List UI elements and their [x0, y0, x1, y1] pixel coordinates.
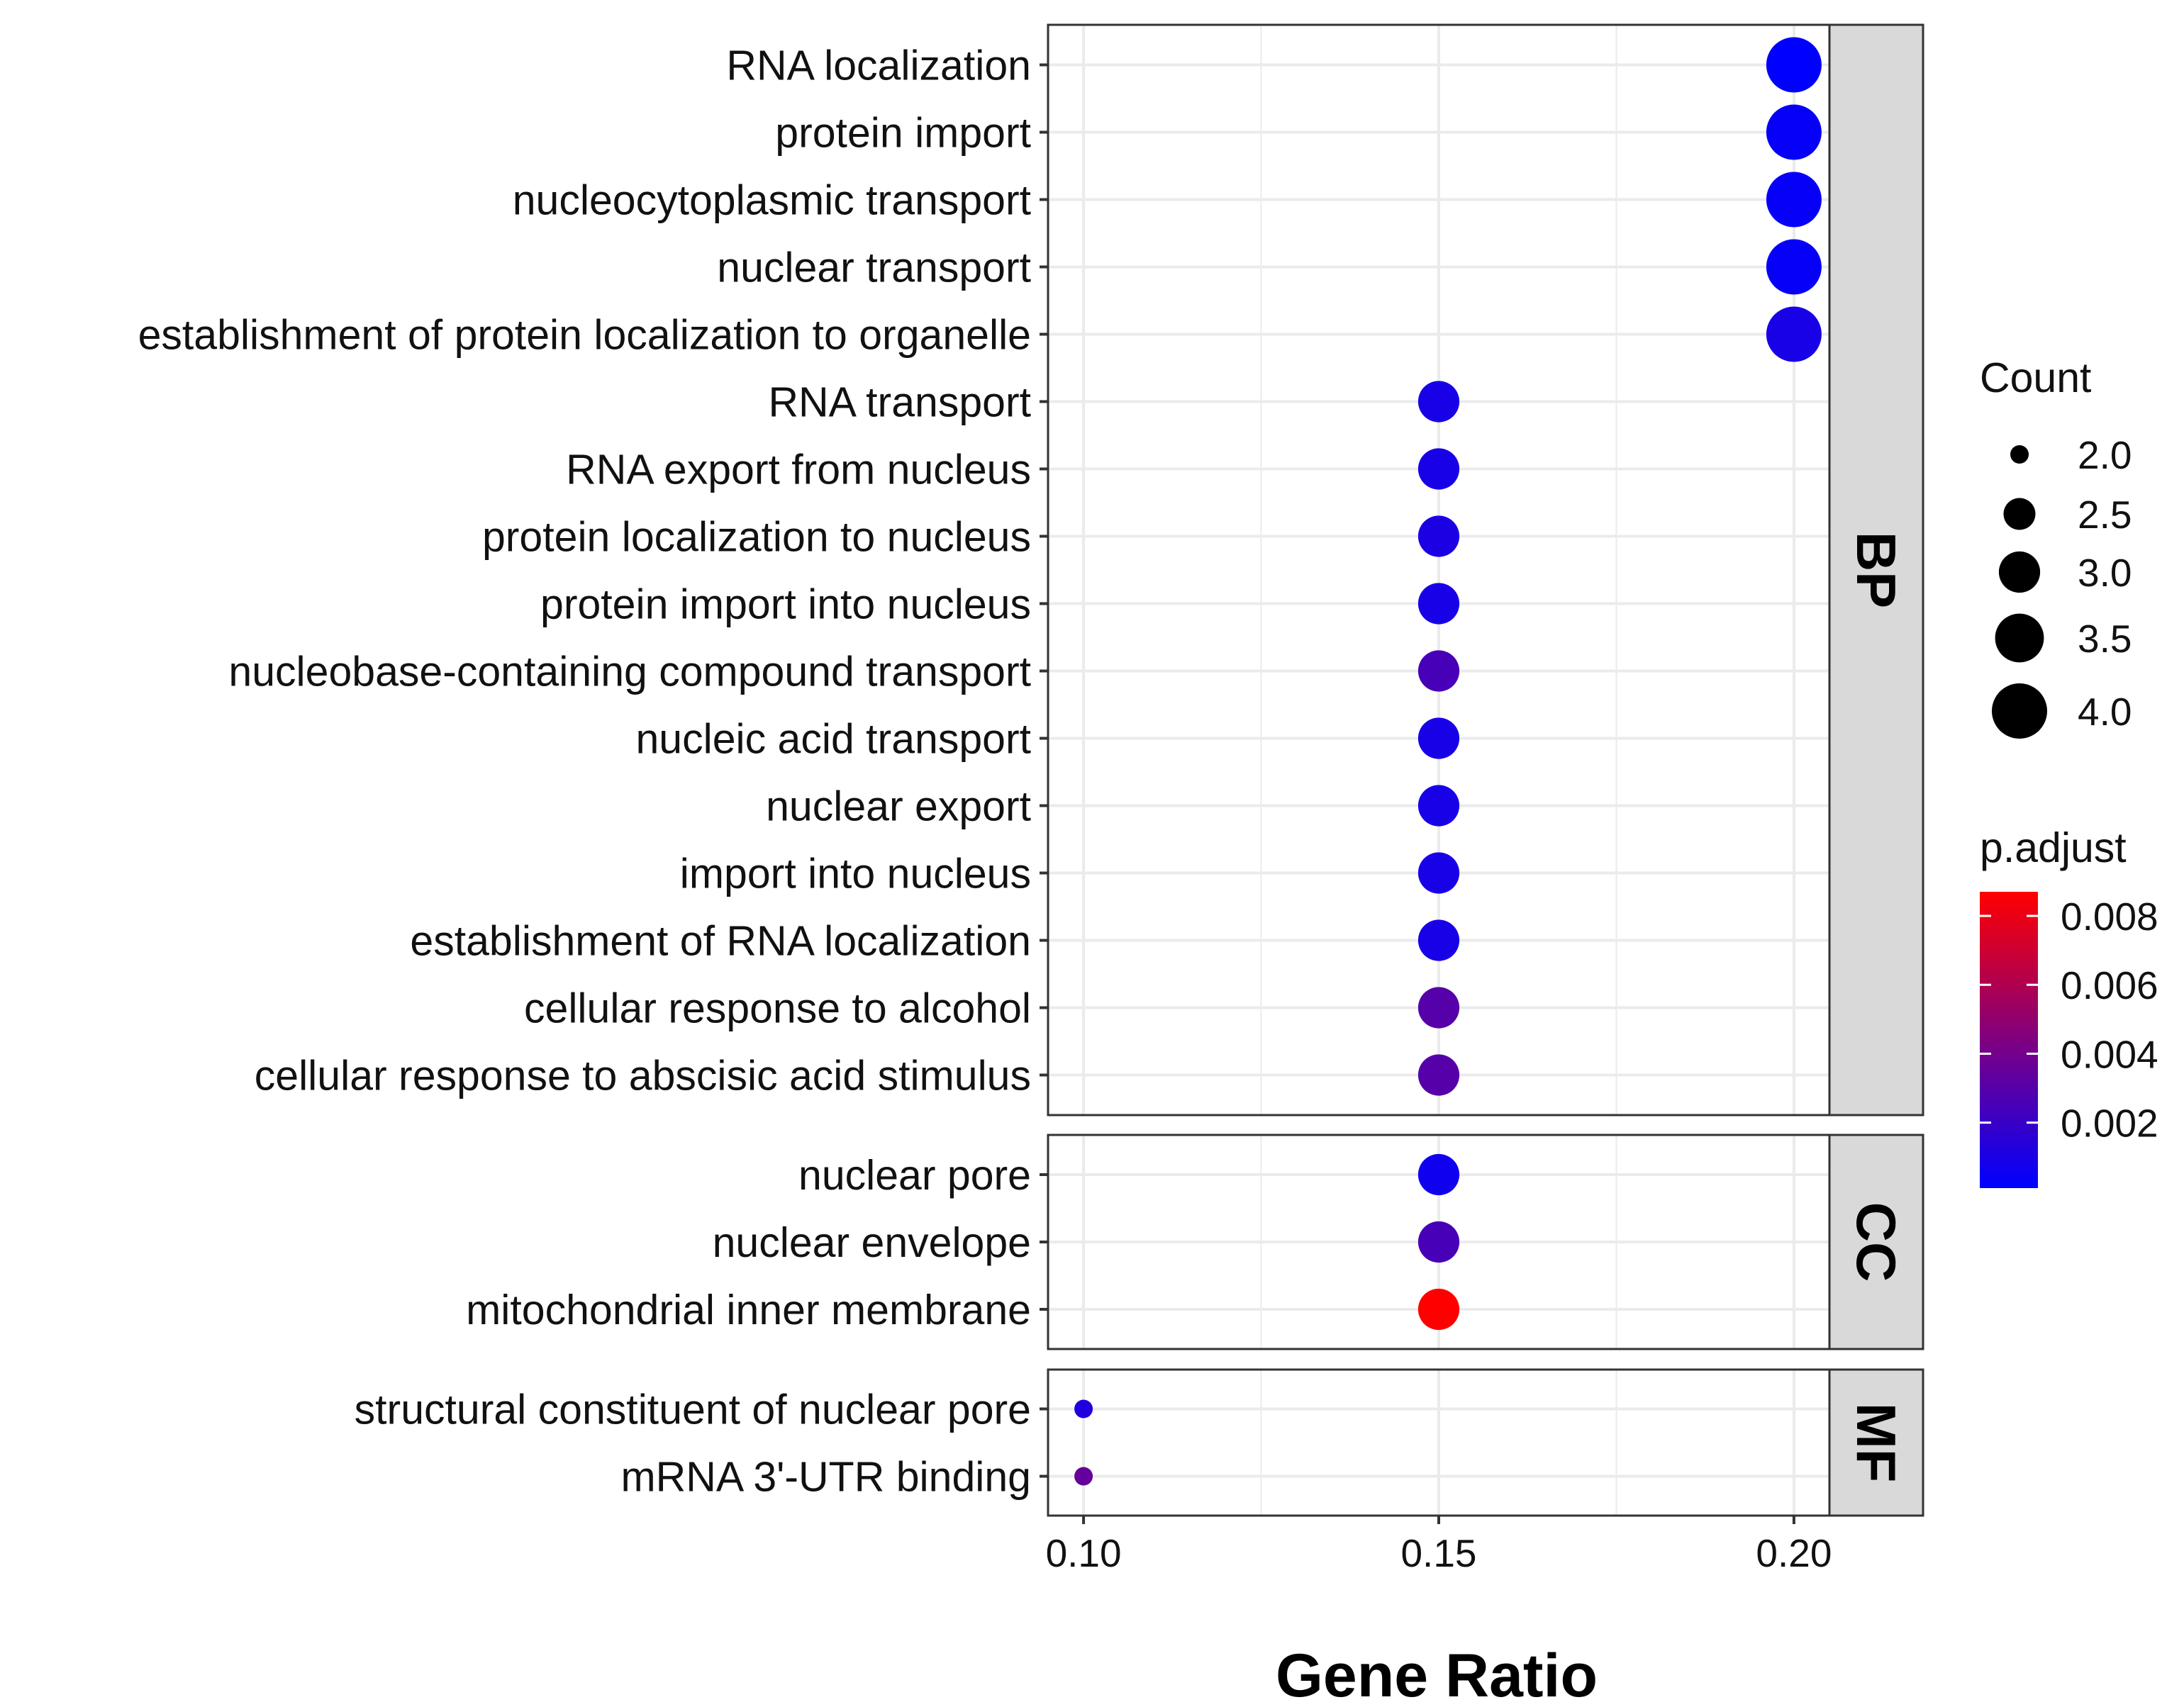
p-adjust-colorbar [1980, 892, 2038, 1188]
x-tick-label: 0.15 [1400, 1531, 1476, 1575]
count-legend-label: 4.0 [2078, 690, 2132, 734]
y-tick-label: protein localization to nucleus [482, 514, 1031, 561]
facet-panels: RNA localization protein import nucleocyto… [138, 23, 1924, 1517]
data-point [1417, 919, 1460, 961]
y-tick-label: protein import into nucleus [540, 581, 1031, 628]
p-adjust-legend-label: 0.004 [2061, 1032, 2158, 1076]
count-legend-key [1995, 613, 2044, 663]
y-tick-label: establishment of RNA localization [410, 918, 1031, 965]
count-legend-key [2003, 498, 2036, 530]
data-point [1766, 306, 1822, 362]
y-tick-label: RNA transport [768, 379, 1031, 426]
y-tick-label: protein import [775, 110, 1031, 157]
y-tick-label: cellular response to alcohol [524, 985, 1031, 1032]
data-point [1417, 583, 1460, 625]
count-legend-label: 2.0 [2078, 433, 2132, 477]
data-point [1417, 785, 1460, 827]
y-tick-label: RNA export from nucleus [566, 447, 1031, 493]
y-tick-label: nuclear envelope [713, 1219, 1031, 1266]
data-point [1766, 37, 1822, 93]
data-point [1417, 987, 1460, 1029]
y-tick-label: nuclear export [766, 783, 1031, 830]
data-point [1417, 1288, 1460, 1331]
data-point [1417, 381, 1460, 422]
x-axis-title: Gene Ratio [1276, 1642, 1598, 1707]
p-adjust-legend: p.adjust 0.008 0.006 0.004 0.002 [1980, 824, 2158, 1188]
count-legend-title: Count [1980, 354, 2091, 401]
facet-strip-label: MF [1845, 1403, 1907, 1483]
data-point [1766, 239, 1822, 295]
y-tick-label: nucleocytoplasmic transport [513, 177, 1031, 224]
count-legend-label: 3.0 [2078, 551, 2132, 595]
count-legend-key [1992, 683, 2047, 739]
facet-strip-label: CC [1845, 1202, 1907, 1282]
y-tick-label: nucleic acid transport [635, 716, 1031, 763]
facet-strip-label: BP [1845, 532, 1907, 608]
facet-strip [1828, 1134, 1924, 1350]
data-point [1766, 172, 1822, 228]
y-tick-label: nuclear transport [717, 245, 1031, 291]
panel-bp: RNA localization protein import nucleocyto… [138, 23, 1924, 1116]
count-legend-label: 3.5 [2078, 617, 2132, 661]
data-point [1417, 1153, 1460, 1196]
y-tick-label: cellular response to abscisic acid stimu… [255, 1053, 1031, 1099]
count-legend-key [1998, 551, 2041, 593]
y-tick-label: mitochondrial inner membrane [466, 1287, 1031, 1333]
data-point [1417, 1221, 1460, 1263]
y-tick-label: import into nucleus [680, 851, 1031, 897]
data-point [1417, 448, 1460, 490]
facet-strip [1828, 23, 1924, 1116]
x-axis: 0.10 0.15 0.20 [1046, 1516, 1832, 1575]
count-legend: Count 2.0 2.5 3.0 3.5 4.0 [1980, 354, 2132, 739]
y-tick-label: mRNA 3'-UTR binding [620, 1454, 1031, 1501]
y-tick-label: establishment of protein localization to… [138, 312, 1031, 359]
data-point [1417, 717, 1460, 759]
facet-strip [1828, 1368, 1924, 1517]
data-point [1074, 1467, 1093, 1486]
panel-mf: structural constituent of nuclear pore mR… [355, 1368, 1924, 1517]
data-point [1417, 1054, 1460, 1096]
panel-cc: nuclear pore nuclear envelope mitochondria… [466, 1134, 1924, 1350]
data-point [1417, 852, 1460, 894]
x-tick-label: 0.10 [1046, 1531, 1122, 1575]
y-tick-label: nucleobase-containing compound transport [228, 649, 1031, 695]
count-legend-key [2010, 445, 2029, 464]
p-adjust-legend-title: p.adjust [1980, 824, 2127, 871]
p-adjust-legend-label: 0.006 [2061, 963, 2158, 1007]
data-point [1417, 650, 1460, 692]
data-point [1417, 515, 1460, 557]
p-adjust-legend-label: 0.002 [2061, 1102, 2158, 1146]
p-adjust-legend-label: 0.008 [2061, 895, 2158, 939]
x-tick-label: 0.20 [1756, 1531, 1832, 1575]
count-legend-label: 2.5 [2078, 493, 2132, 537]
y-tick-label: structural constituent of nuclear pore [355, 1387, 1031, 1433]
y-tick-label: nuclear pore [798, 1152, 1031, 1199]
data-point [1074, 1399, 1093, 1418]
y-tick-label: RNA localization [726, 43, 1031, 89]
data-point [1766, 104, 1822, 160]
